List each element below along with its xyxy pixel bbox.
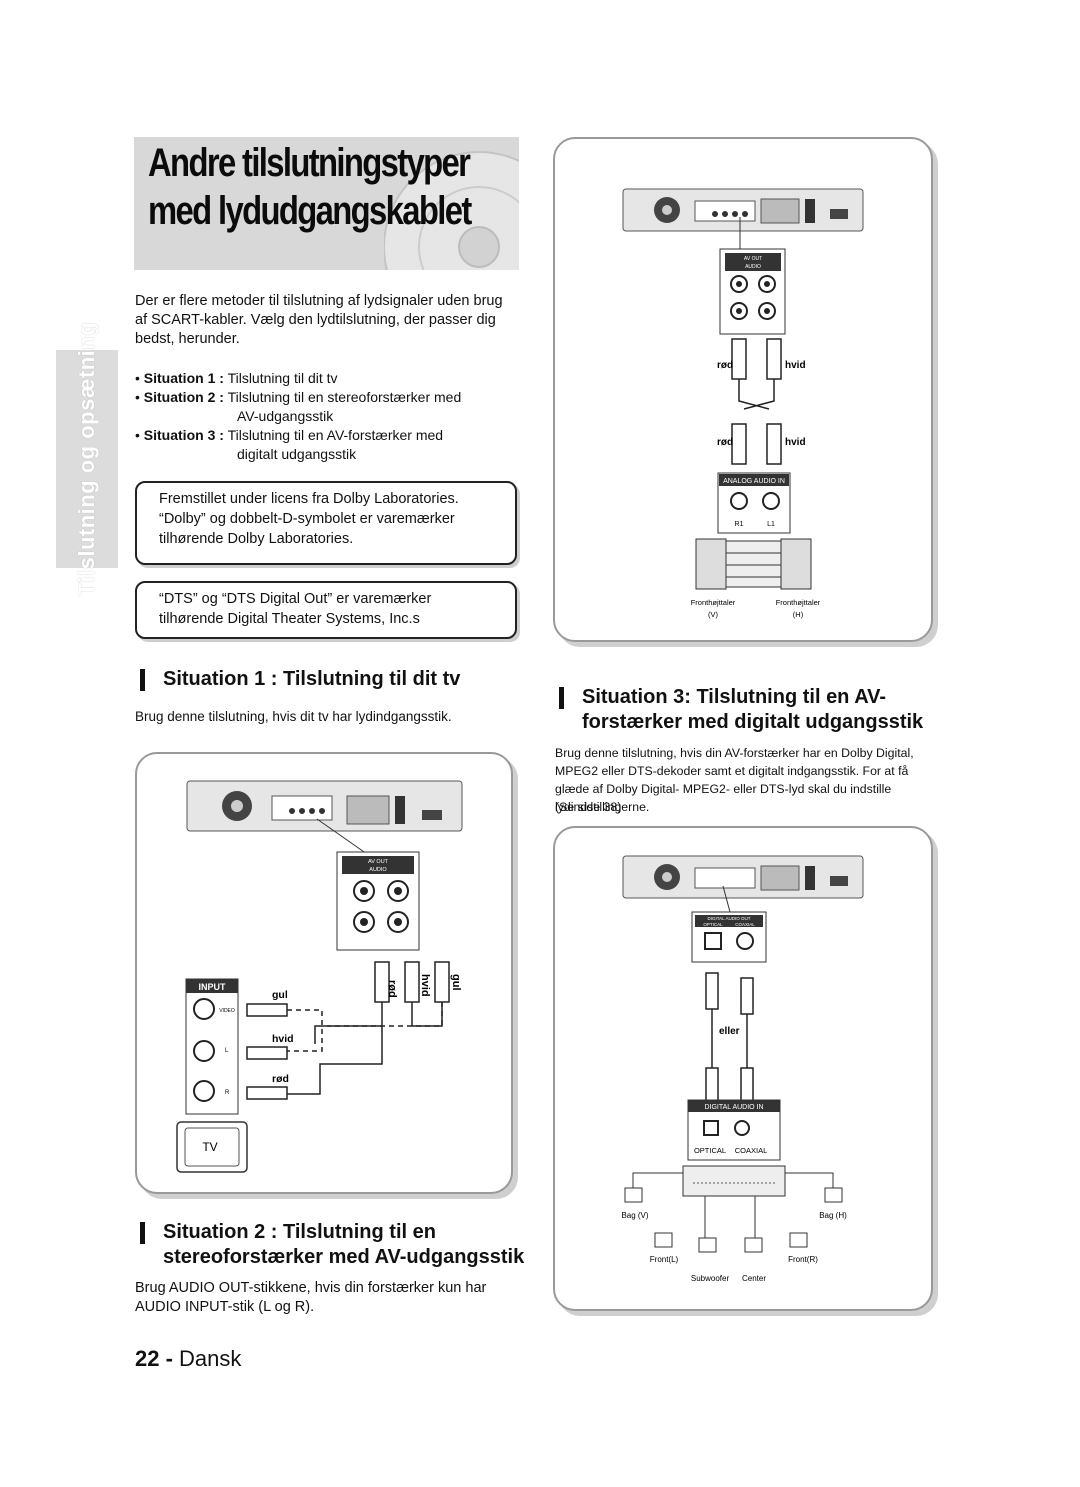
title-banner: Andre tilslutningstyper med lydudgangska… <box>134 137 519 270</box>
audio-label: AUDIO <box>745 264 761 270</box>
section3-see-page: (Se side 38) <box>555 800 622 814</box>
red-cable-label: rød <box>272 1073 289 1085</box>
coaxial-label: COAXIAL <box>735 922 755 927</box>
situation-text-cont: digitalt udgangsstik <box>237 446 357 462</box>
situation-text: Tilslutning til dit tv <box>227 370 338 386</box>
video-label: VIDEO <box>219 1008 235 1014</box>
page-language: Dansk <box>179 1346 242 1371</box>
stereo-connection-diagram: AV OUT AUDIO rød hvid rød hvid ANALOG AU… <box>622 188 864 619</box>
audio-label: AUDIO <box>369 867 387 873</box>
section-marker <box>559 687 564 709</box>
section3-heading-line2: forstærker med digitalt udgangsstik <box>582 711 924 733</box>
rear-left-label: Bag (V) <box>621 1211 648 1220</box>
white-cable-label: hvid <box>419 974 431 997</box>
red-cable-label: rød <box>386 980 398 998</box>
optical-label: OPTICAL <box>694 1146 726 1155</box>
r-label: R <box>225 1090 230 1096</box>
tv-icon <box>176 1121 248 1173</box>
digital-connection-diagram: DIGITAL AUDIO OUT OPTICAL COAXIAL eller … <box>621 855 864 1283</box>
situation-label: Situation 2 : <box>143 389 224 405</box>
situation-item-3: • Situation 3 : Tilslutning til en AV-fo… <box>135 427 444 443</box>
situation-text-cont: AV-udgangsstik <box>237 408 334 424</box>
r1-label: R1 <box>735 521 744 528</box>
page-number: 22 - <box>135 1346 173 1371</box>
front-left-speaker-side: (V) <box>708 610 719 619</box>
situation-label: Situation 3 : <box>143 427 224 443</box>
coaxial-label: COAXIAL <box>735 1146 768 1155</box>
optical-label: OPTICAL <box>703 922 723 927</box>
speaker-icon <box>624 1187 843 1253</box>
front-right-speaker-side: (H) <box>793 610 804 619</box>
section-marker <box>140 669 145 691</box>
digital-audio-in-label: DIGITAL AUDIO IN <box>704 1104 763 1111</box>
tv-label: TV <box>202 1140 217 1154</box>
digital-audio-out-label: DIGITAL AUDIO OUT <box>707 916 750 921</box>
l1-label: L1 <box>767 521 775 528</box>
situation-item-1: • Situation 1 : Tilslutning til dit tv <box>135 370 338 386</box>
situation-item-2: • Situation 2 : Tilslutning til en stere… <box>135 389 462 405</box>
analog-audio-in-label: ANALOG AUDIO IN <box>723 478 785 485</box>
l-label: L <box>225 1048 229 1054</box>
red-cable-label: rød <box>717 437 733 448</box>
input-label: INPUT <box>199 982 227 992</box>
tv-connection-diagram: AV OUT AUDIO rød hvid gul INPUT VIDEO L … <box>176 780 463 1173</box>
av-out-label: AV OUT <box>744 256 762 262</box>
diagram-panel-stereo: AV OUT AUDIO rød hvid rød hvid ANALOG AU… <box>553 137 933 642</box>
dolby-notice: Fremstillet under licens fra Dolby Labor… <box>135 481 517 565</box>
dts-notice: “DTS” og “DTS Digital Out” er varemærker… <box>135 581 517 639</box>
yellow-cable-label: gul <box>272 989 288 1001</box>
page-title-line1: Andre tilslutningstyper <box>148 141 471 185</box>
situation-text: Tilslutning til en stereoforstærker med <box>227 389 462 405</box>
white-cable-label: hvid <box>785 437 806 448</box>
section2-body: Brug AUDIO OUT-stikkene, hvis din forstæ… <box>135 1280 487 1315</box>
section2-heading-line1: Situation 2 : Tilslutning til en <box>163 1221 436 1243</box>
stereo-system-icon <box>695 538 812 590</box>
section-side-tab: Tilslutning og opsætning <box>56 322 118 596</box>
side-tab-label: Tilslutning og opsætning <box>74 321 99 597</box>
yellow-cable-label: gul <box>450 974 462 991</box>
or-label: eller <box>719 1026 740 1037</box>
disc-graphic <box>384 151 519 270</box>
rear-right-label: Bag (H) <box>819 1211 847 1220</box>
diagram-panel-digital: DIGITAL AUDIO OUT OPTICAL COAXIAL eller … <box>553 826 933 1311</box>
recorder-back-panel-icon <box>622 188 864 232</box>
av-receiver-icon <box>682 1165 786 1197</box>
center-label: Center <box>742 1274 766 1283</box>
white-cable-label: hvid <box>272 1033 294 1045</box>
section3-body: Brug denne tilslutning, hvis din AV-fors… <box>555 746 914 814</box>
section3-heading-line1: Situation 3: Tilslutning til en AV- <box>582 686 887 708</box>
section-marker <box>140 1222 145 1244</box>
front-left-speaker-label: Fronthøjttaler <box>691 598 736 607</box>
page-footer: 22 - Dansk <box>135 1346 241 1372</box>
section1-heading: Situation 1 : Tilslutning til dit tv <box>163 668 461 690</box>
section2-heading-line2: stereoforstærker med AV-udgangsstik <box>163 1246 525 1268</box>
recorder-back-panel-icon <box>186 780 463 832</box>
front-right-label: Front(R) <box>788 1255 818 1264</box>
front-right-speaker-label: Fronthøjttaler <box>776 598 821 607</box>
white-cable-label: hvid <box>785 360 806 371</box>
recorder-back-panel-icon <box>622 855 864 899</box>
page-title-line2: med lydudgangskablet <box>148 189 472 233</box>
intro-paragraph: Der er flere metoder til tilslutning af … <box>135 293 503 347</box>
situation-label: Situation 1 : <box>143 370 224 386</box>
av-out-label: AV OUT <box>368 859 389 865</box>
section1-body: Brug denne tilslutning, hvis dit tv har … <box>135 709 452 724</box>
subwoofer-label: Subwoofer <box>691 1274 730 1283</box>
situation-text: Tilslutning til en AV-forstærker med <box>227 427 444 443</box>
diagram-panel-tv: AV OUT AUDIO rød hvid gul INPUT VIDEO L … <box>135 752 513 1194</box>
front-left-label: Front(L) <box>650 1255 679 1264</box>
red-cable-label: rød <box>717 360 733 371</box>
